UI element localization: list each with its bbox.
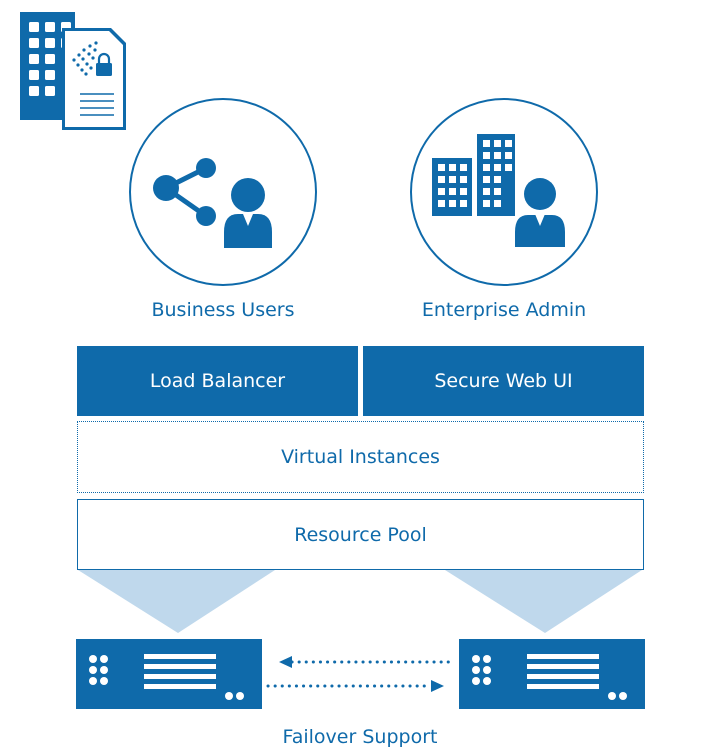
dotted-arrow-right-icon bbox=[266, 680, 444, 692]
share-icon bbox=[153, 158, 216, 226]
user-icon bbox=[224, 178, 272, 248]
secure-document-building-icon bbox=[20, 12, 126, 130]
resource-pool-funnel-right bbox=[445, 570, 642, 633]
office-buildings-icon bbox=[432, 134, 515, 216]
enterprise-admin-label: Enterprise Admin bbox=[421, 299, 587, 321]
resource-pool-funnel-left bbox=[78, 570, 275, 633]
virtual-instances-box: Virtual Instances bbox=[77, 421, 644, 493]
failover-support-label: Failover Support bbox=[282, 726, 438, 748]
user-icon bbox=[513, 176, 567, 249]
server-icon bbox=[459, 639, 645, 709]
resource-pool-box: Resource Pool bbox=[77, 499, 644, 570]
business-users-label: Business Users bbox=[151, 299, 295, 321]
secure-web-ui-box: Secure Web UI bbox=[363, 346, 644, 416]
load-balancer-box: Load Balancer bbox=[77, 346, 358, 416]
server-icon bbox=[76, 639, 262, 709]
dotted-arrow-left-icon bbox=[279, 656, 456, 668]
